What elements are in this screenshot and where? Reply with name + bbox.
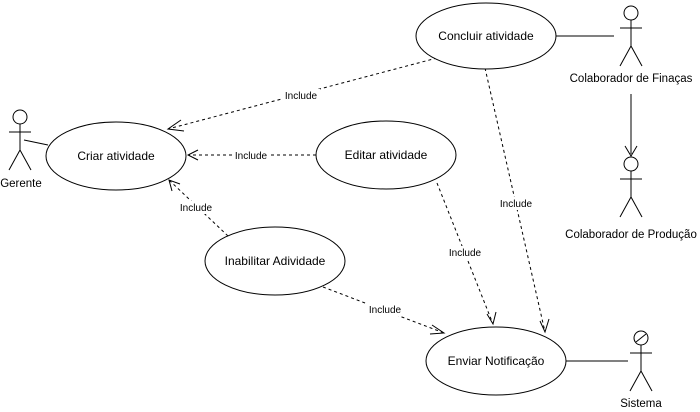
svg-text:Editar atividade: Editar atividade bbox=[345, 148, 428, 162]
include-label: Include bbox=[369, 305, 402, 316]
actor-colaborador-financas: Colaborador de Finaças bbox=[570, 5, 693, 85]
stick-figure-icon bbox=[8, 109, 32, 171]
use-case-criar-atividade: Criar atividade bbox=[45, 121, 187, 191]
include-label: Include bbox=[449, 248, 482, 259]
include-inabilitar-criar bbox=[168, 179, 229, 237]
include-label: Include bbox=[180, 203, 213, 214]
svg-text:Criar atividade: Criar atividade bbox=[77, 149, 155, 163]
include-editar-criar bbox=[186, 149, 316, 161]
use-case-inabilitar-atividade: Inabilitar Adividade bbox=[204, 226, 346, 296]
svg-text:Concluir atividade: Concluir atividade bbox=[438, 29, 534, 43]
system-actor-icon bbox=[629, 330, 653, 392]
stick-figure-icon bbox=[619, 5, 643, 67]
association-gerente-criar bbox=[23, 139, 49, 146]
stick-figure-icon bbox=[619, 156, 643, 218]
include-editar-notificacao bbox=[436, 182, 497, 326]
svg-text:Gerente: Gerente bbox=[0, 178, 42, 190]
include-label: Include bbox=[235, 151, 268, 162]
svg-text:Inabilitar Adividade: Inabilitar Adividade bbox=[225, 254, 326, 268]
use-case-editar-atividade: Editar atividade bbox=[315, 120, 457, 190]
svg-text:Sistema: Sistema bbox=[620, 398, 662, 410]
include-label: Include bbox=[285, 91, 318, 102]
actor-gerente: Gerente bbox=[0, 109, 42, 190]
actor-sistema: Sistema bbox=[620, 330, 662, 410]
svg-text:Enviar Notificação: Enviar Notificação bbox=[448, 354, 545, 368]
use-case-enviar-notificacao: Enviar Notificação bbox=[425, 326, 567, 396]
actor-colaborador-producao: Colaborador de Produção bbox=[565, 156, 697, 241]
use-case-concluir-atividade: Concluir atividade bbox=[415, 2, 557, 70]
generalization-arrowhead bbox=[624, 145, 638, 157]
include-inabilitar-notificacao bbox=[322, 286, 446, 335]
include-label: Include bbox=[500, 199, 533, 210]
svg-text:Colaborador de Finaças: Colaborador de Finaças bbox=[570, 73, 693, 85]
include-concluir-notificacao bbox=[484, 67, 550, 334]
svg-text:Colaborador de Produção: Colaborador de Produção bbox=[565, 229, 697, 241]
